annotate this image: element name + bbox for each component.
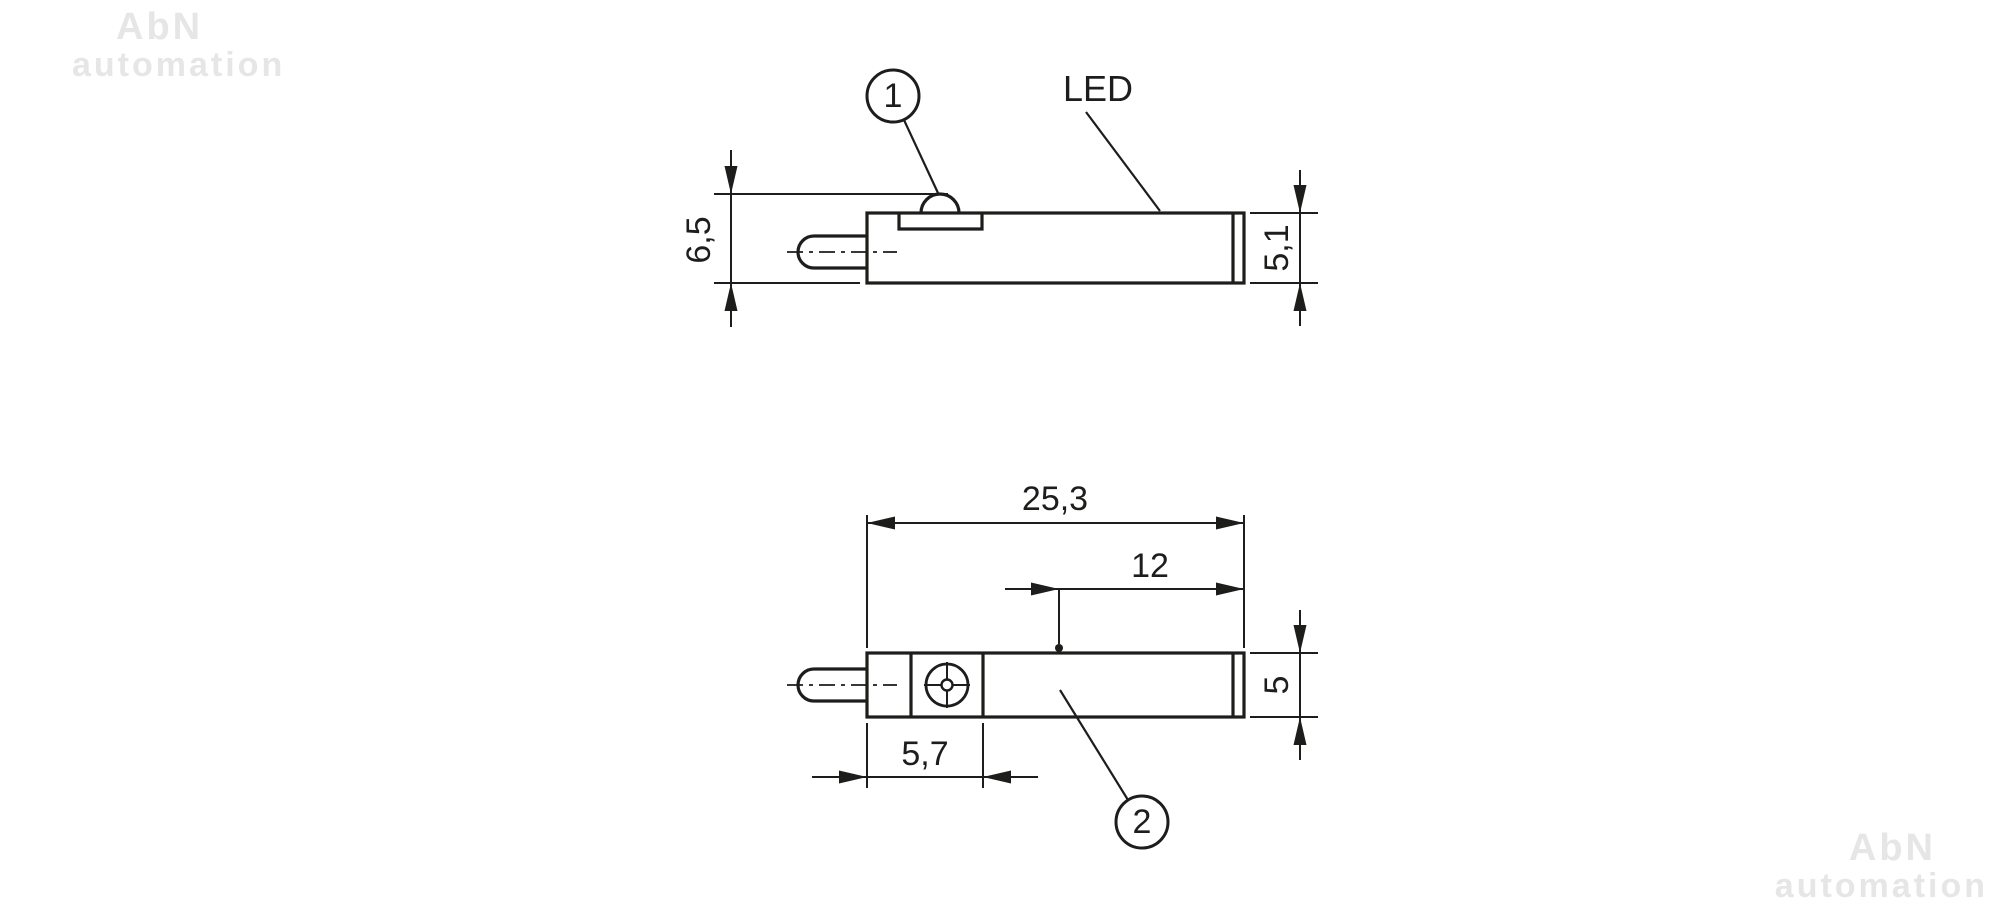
plan-view-body [865,651,1246,719]
dim-12-arrow-left [1031,582,1059,596]
dim-25-3-arrow-left [867,516,895,530]
watermark-brand: AbN [116,6,204,48]
watermark-top-left: AbN automation [72,8,285,82]
dim-12-reference-dot [1055,644,1063,652]
dim-25-3-value: 25,3 [1022,480,1088,518]
dim-6-5-arrow-bottom [724,283,738,311]
watermark-brand-sub: automation [72,46,286,84]
led-callout: LED [1063,68,1161,212]
watermark-brand-sub: automation [1774,867,1988,905]
plan-view: 25,3 12 5 [787,480,1318,850]
dimension-overall-height: 6,5 [680,150,948,327]
balloon-2-circle [1114,794,1170,850]
side-view-body [865,211,1246,285]
side-view: 1 LED 6,5 [680,68,1318,327]
dim-5-arrow-bottom [1293,717,1307,745]
dimension-pot-offset: 5,7 [812,723,1038,788]
dim-5-arrow-top [1293,625,1307,653]
dim-25-3-arrow-right [1216,516,1244,530]
dimension-face-offset: 12 [1005,547,1244,652]
balloon-1-leader-line [903,119,939,194]
watermark-bottom-right: AbN automation [1775,829,1988,903]
side-view-pot-frame [897,213,984,231]
dim-12-value: 12 [1131,547,1169,585]
led-leader-line [1085,111,1161,212]
watermark-brand: AbN [1848,827,1936,869]
dim-5-1-arrow-top [1293,185,1307,213]
dim-5-value: 5 [1258,676,1296,695]
dim-5-1-arrow-bottom [1293,283,1307,311]
pot-center-dot [940,678,954,692]
dimension-overall-length: 25,3 [866,480,1245,648]
balloon-2: 2 [1059,689,1170,850]
dim-5-7-arrow-right [983,770,1011,784]
dim-6-5-value: 6,5 [680,216,718,263]
dim-12-arrow-right [1216,582,1244,596]
balloon-1-circle [865,68,921,124]
balloon-1-label: 1 [884,77,903,115]
dimension-body-height-side: 5,1 [1250,170,1318,326]
dim-5-7-value: 5,7 [901,735,948,773]
dim-5-7-arrow-left [839,770,867,784]
balloon-2-label: 2 [1133,803,1152,841]
dim-6-5-arrow-top [724,166,738,194]
potentiometer-symbol [924,662,970,708]
balloon-1: 1 [865,68,939,194]
balloon-2-leader-line [1059,689,1129,801]
led-label: LED [1063,68,1133,109]
dimension-body-height-plan: 5 [1250,610,1318,760]
dim-5-1-value: 5,1 [1258,224,1296,271]
side-view-dome [919,192,961,214]
